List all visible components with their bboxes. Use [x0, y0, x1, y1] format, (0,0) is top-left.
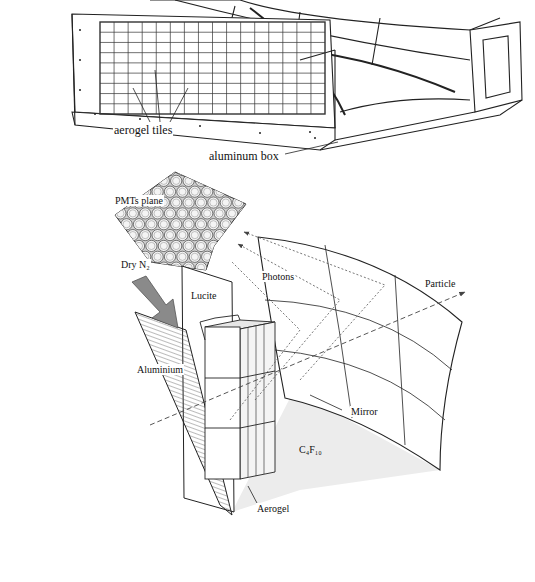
part-label: Lucite [190, 290, 218, 301]
part-label: aluminum box [208, 150, 280, 163]
aerogel-blocks [200, 315, 275, 479]
aluminum-box [72, 0, 522, 150]
part-label: C₄F₁₀ [298, 444, 323, 455]
part-label: Mirror [350, 406, 379, 417]
mirror [258, 237, 462, 470]
label-leaders [248, 395, 342, 505]
part-label: Particle [424, 278, 457, 289]
part-label: Photons [261, 271, 295, 282]
part-label: Aerogel [256, 503, 290, 514]
part-label: Dry N₂ [120, 259, 151, 270]
particle-and-photon-paths [150, 232, 465, 425]
part-label: Aluminium [136, 364, 184, 375]
aerogel-tile-grid [100, 22, 325, 114]
part-label: PMTs plane [114, 195, 164, 206]
part-label: aerogel tiles [113, 124, 173, 137]
gas-flow-arrow [132, 276, 178, 328]
